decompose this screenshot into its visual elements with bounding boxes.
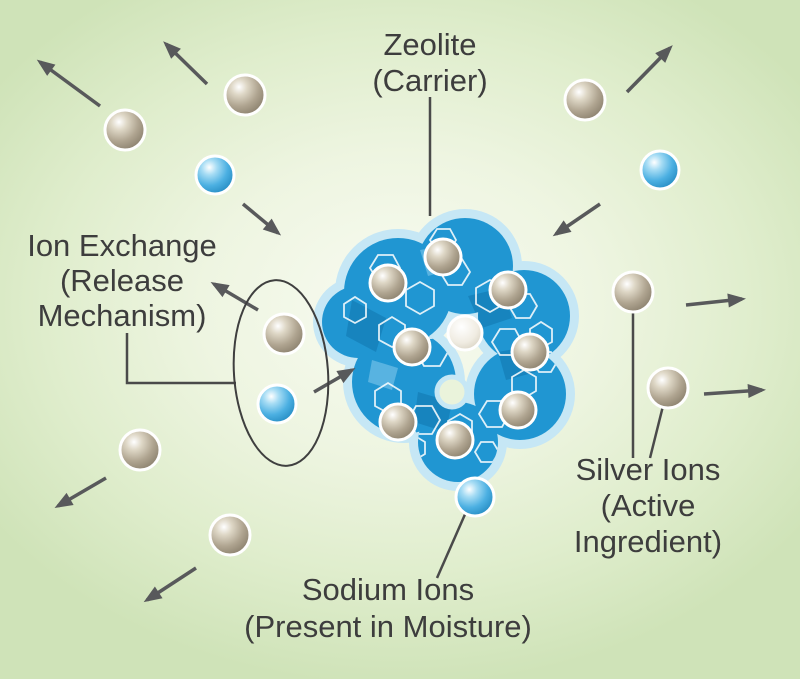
silver-ion-sphere	[435, 420, 475, 460]
label-silver-line1: Silver Ions	[576, 452, 721, 487]
silver-ion-sphere	[510, 332, 550, 372]
free-ions	[103, 73, 690, 557]
leader-line-ion-exchange	[125, 333, 236, 385]
silver-ion-sphere	[423, 237, 463, 277]
silver-ion-sphere-in-ellipse	[262, 312, 306, 356]
release-arrow-to-label	[210, 281, 259, 312]
light-ion-sphere	[446, 314, 484, 352]
silver-ion-sphere	[118, 428, 162, 472]
silver-ion-sphere	[498, 390, 538, 430]
exchange-arrow-to-zeolite	[313, 367, 356, 394]
silver-ion-sphere	[378, 402, 418, 442]
sodium-ion-sphere-in-ellipse	[256, 383, 298, 425]
label-ion-exchange-line1: Ion Exchange	[27, 228, 217, 263]
zeolite-facet-light	[368, 360, 398, 390]
inward-arrow-left	[241, 202, 282, 236]
outward-arrow-bottom-left-1	[54, 476, 107, 509]
outward-arrow-top-left-1	[36, 59, 102, 108]
direction-arrows	[36, 41, 766, 603]
zeolite-facet-dark	[346, 300, 386, 352]
label-zeolite-line1: Zeolite	[383, 27, 476, 62]
label-sodium-line1: Sodium Ions	[302, 572, 474, 607]
silver-ion-sphere	[368, 263, 408, 303]
zeolite-embedded-silver-ions	[368, 237, 550, 460]
outward-arrow-top-left-2	[163, 41, 209, 86]
sodium-ion-sphere	[639, 149, 681, 191]
label-ion-exchange-line2: (Release	[60, 263, 184, 298]
outward-arrow-top-right	[625, 45, 673, 94]
sodium-ion-sphere-labeled	[454, 476, 496, 518]
ion-exchange-ellipse	[232, 279, 330, 467]
silver-ion-sphere	[392, 327, 432, 367]
label-silver-line2: (Active	[601, 488, 696, 523]
label-sodium-line2: (Present in Moisture)	[244, 609, 532, 644]
zeolite-structure	[313, 209, 579, 491]
labels: Zeolite (Carrier) Ion Exchange (Release …	[27, 27, 722, 644]
silver-ion-sphere	[611, 270, 655, 314]
outward-arrow-bottom-left-2	[143, 566, 197, 603]
silver-ion-sphere	[563, 78, 607, 122]
outward-arrow-right-2	[703, 383, 766, 398]
silver-ion-sphere	[103, 108, 147, 152]
silver-ion-sphere	[223, 73, 267, 117]
zeolite-pore-opening	[434, 374, 470, 410]
silver-ion-sphere	[488, 270, 528, 310]
inward-arrow-right	[552, 202, 601, 237]
sodium-ion-sphere	[194, 154, 236, 196]
label-ion-exchange-line3: Mechanism)	[38, 298, 207, 333]
label-zeolite-line2: (Carrier)	[372, 63, 487, 98]
label-silver-line3: Ingredient)	[574, 524, 722, 559]
silver-ion-sphere	[208, 513, 252, 557]
outward-arrow-right-1	[685, 293, 746, 308]
leader-line-sodium	[435, 502, 472, 579]
silver-ion-sphere	[646, 366, 690, 410]
